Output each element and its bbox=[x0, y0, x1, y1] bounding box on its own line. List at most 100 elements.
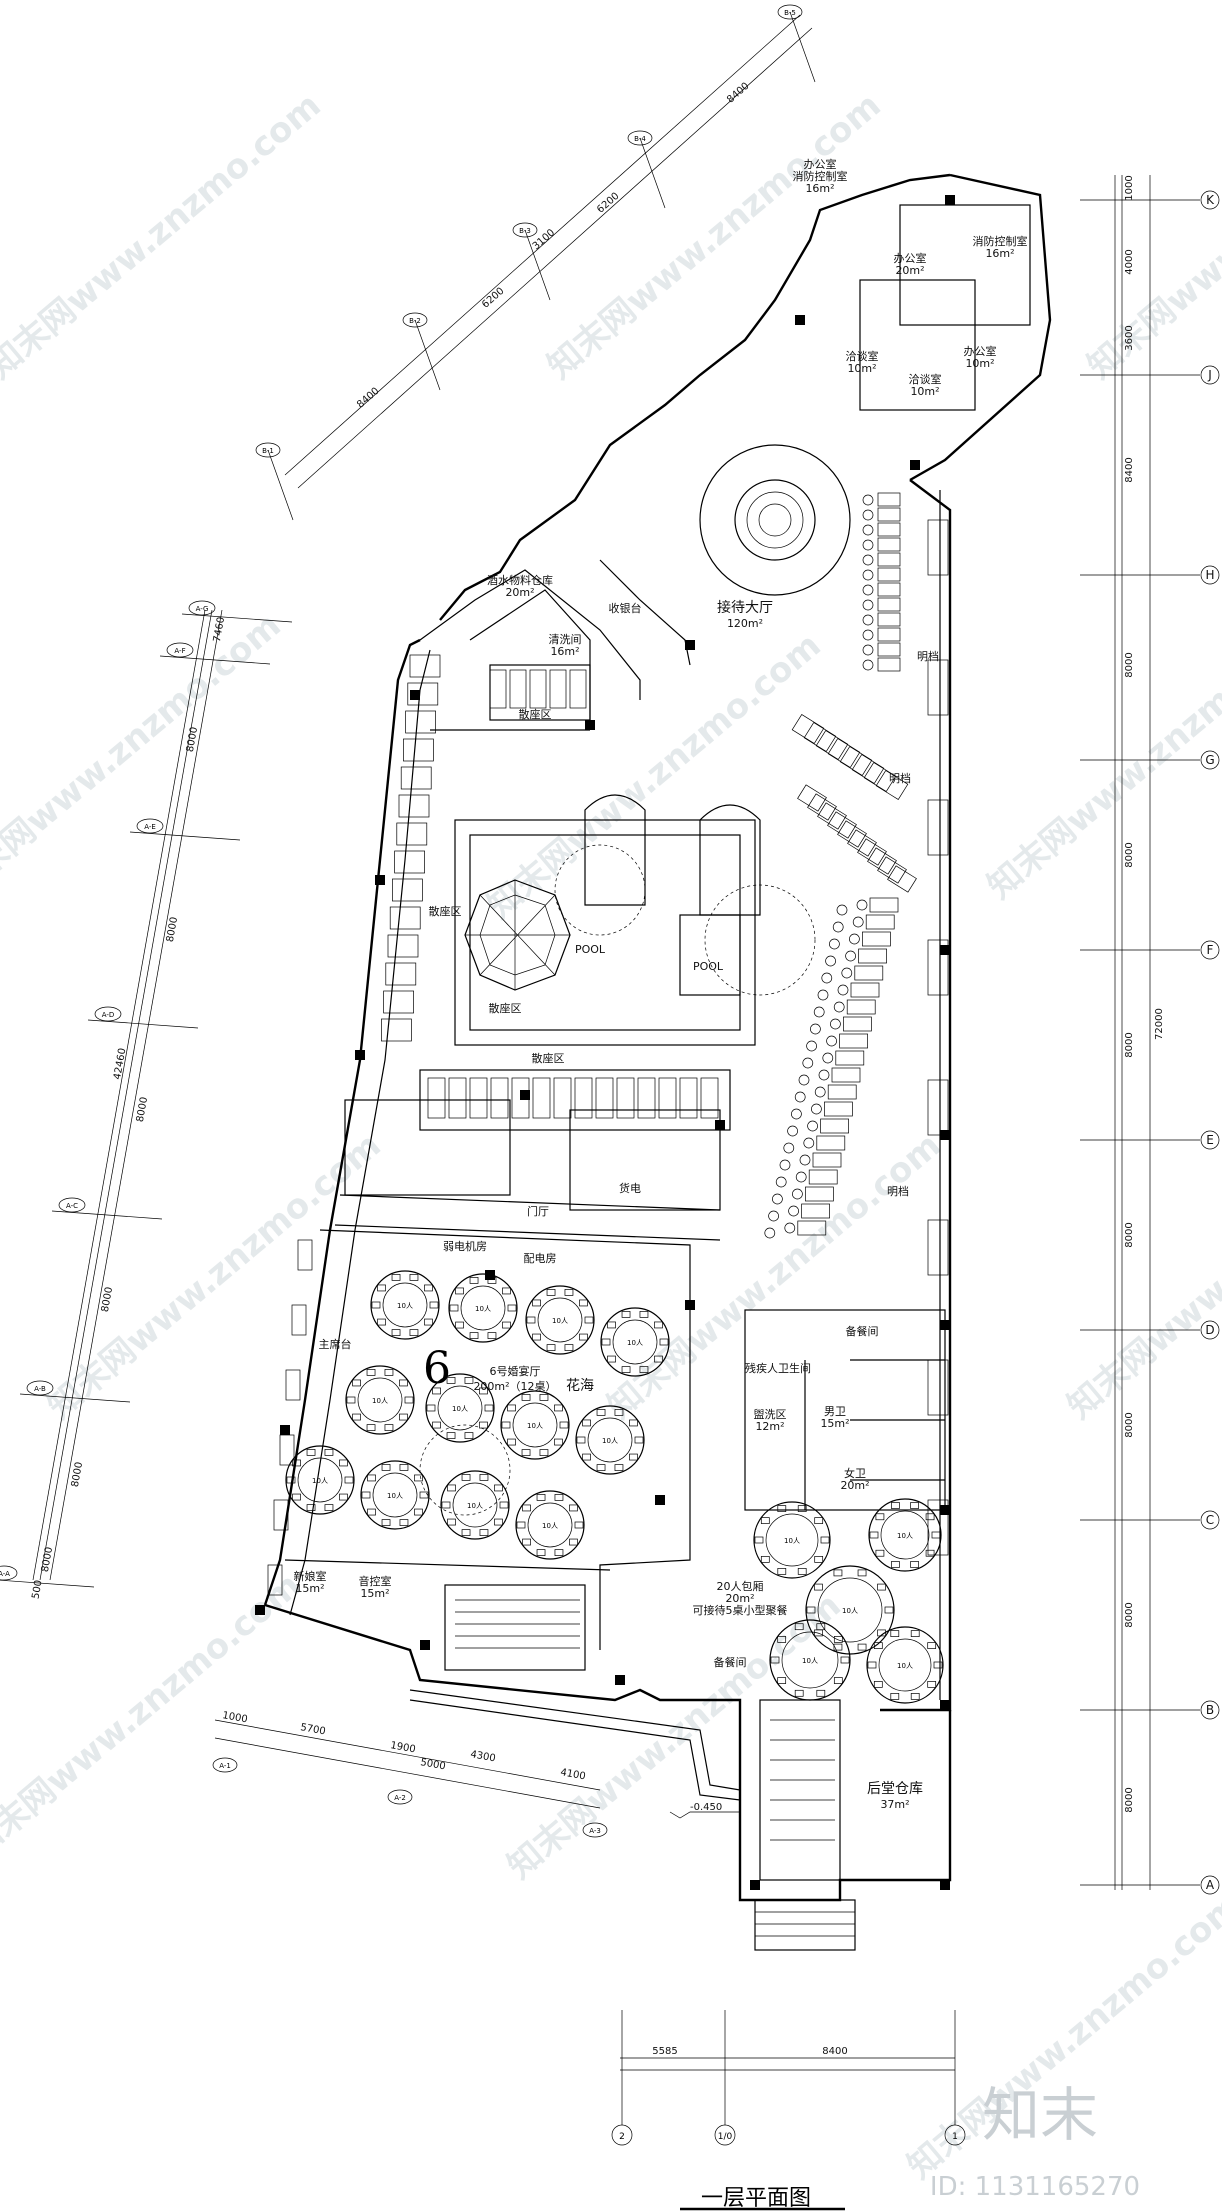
chair bbox=[419, 1491, 429, 1499]
watermark-text: 知末网www.znzmo.com bbox=[500, 1585, 849, 1887]
booth-table bbox=[700, 1077, 719, 1119]
label-warehouse: 后堂仓库 bbox=[867, 1781, 923, 1797]
window-seat bbox=[285, 1369, 301, 1401]
booth-table bbox=[389, 906, 421, 930]
booth-table bbox=[808, 1169, 838, 1185]
seat-dot bbox=[784, 1222, 796, 1234]
chair bbox=[494, 1484, 503, 1492]
left-axis-label: A-F bbox=[174, 647, 185, 655]
chair bbox=[873, 1642, 883, 1649]
right-axis-bubble bbox=[1200, 940, 1220, 960]
banquet-table-top bbox=[382, 1282, 428, 1328]
label-wine-store: 酒水物料仓库 bbox=[487, 573, 553, 587]
booth-table bbox=[400, 766, 432, 790]
private-table-top bbox=[765, 1513, 819, 1567]
chair bbox=[479, 1387, 488, 1395]
seat-dot bbox=[813, 1006, 825, 1018]
booth-table bbox=[877, 612, 901, 627]
chair bbox=[579, 1333, 588, 1341]
seat-dot bbox=[802, 1057, 814, 1069]
right-axis-bubble bbox=[1200, 1510, 1220, 1530]
table-label: 10人 bbox=[372, 1397, 388, 1405]
top-axis-bubble bbox=[402, 312, 428, 328]
seat-dot bbox=[862, 584, 874, 596]
label-stage-room: 音控室 bbox=[359, 1574, 392, 1588]
left-axis-label: A-C bbox=[66, 1202, 78, 1210]
bottom-axis-dim: 5585 bbox=[652, 2046, 677, 2057]
seat-dot bbox=[862, 569, 874, 581]
booth-table bbox=[549, 669, 567, 709]
booth-rect bbox=[927, 519, 949, 576]
chair bbox=[381, 1519, 391, 1526]
left-axis-gridline bbox=[19, 1393, 131, 1403]
booth-table bbox=[398, 794, 430, 818]
chair bbox=[455, 1321, 464, 1329]
chair bbox=[487, 1332, 497, 1339]
left-axis-gridline bbox=[159, 655, 271, 665]
bottom-axis-bubble bbox=[944, 2124, 966, 2146]
chair bbox=[833, 1643, 843, 1651]
right-axis-bubble bbox=[1200, 565, 1220, 585]
left-axis-dim: 8000 bbox=[70, 1461, 85, 1488]
top-axis-label: B-5 bbox=[784, 9, 796, 17]
seat-dot bbox=[836, 904, 848, 916]
booth-table bbox=[812, 1152, 842, 1168]
chair bbox=[499, 1501, 509, 1509]
label-booth-1: 明档 bbox=[917, 649, 939, 663]
window-seat bbox=[291, 1304, 307, 1336]
chair bbox=[461, 1529, 471, 1536]
chair bbox=[794, 1623, 804, 1631]
right-axis-label: J bbox=[1207, 368, 1212, 382]
right-total-dim: 72000 bbox=[1154, 1008, 1165, 1040]
chair bbox=[366, 1369, 376, 1376]
chair bbox=[494, 1518, 503, 1526]
chair bbox=[449, 1304, 459, 1312]
table-label: 10人 bbox=[527, 1422, 543, 1430]
chair bbox=[797, 1568, 807, 1575]
label-elevator: 货电 bbox=[619, 1181, 641, 1195]
bottom-left-axis-bubble bbox=[387, 1789, 413, 1805]
chair bbox=[501, 1421, 511, 1429]
left-axis-bubble bbox=[136, 818, 164, 834]
label-dist-room: 配电房 bbox=[524, 1252, 557, 1265]
chair bbox=[770, 1656, 780, 1664]
label-private-room-area: 20m² bbox=[725, 1592, 754, 1605]
chair bbox=[507, 1404, 516, 1412]
right-axis-dim: 1000 bbox=[1124, 175, 1135, 200]
banquet-table bbox=[440, 1470, 510, 1540]
watermark-text: 知末网www.znzmo.com bbox=[40, 1125, 389, 1427]
chair bbox=[564, 1289, 574, 1296]
left-axis-gridline bbox=[51, 1210, 163, 1220]
booth-table bbox=[862, 931, 891, 947]
booth-table bbox=[381, 1018, 412, 1042]
chair bbox=[404, 1396, 414, 1404]
chair bbox=[377, 1318, 386, 1326]
bottom-left-axis-dim: 4300 bbox=[469, 1749, 496, 1764]
chair bbox=[399, 1464, 409, 1471]
bottom-left-axis-dim: 5000 bbox=[419, 1757, 446, 1772]
booth-table bbox=[863, 761, 897, 793]
chair bbox=[432, 1387, 441, 1395]
booth-table bbox=[877, 856, 907, 884]
booth-table bbox=[797, 1220, 827, 1236]
chair bbox=[377, 1284, 386, 1292]
chair bbox=[564, 1344, 574, 1351]
left-axis-dim: 7460 bbox=[212, 616, 227, 643]
chair bbox=[584, 1316, 594, 1324]
label-wc-area2: 20m² bbox=[840, 1479, 869, 1492]
banquet-table bbox=[285, 1445, 355, 1515]
bottom-left-axis-dim: 4100 bbox=[559, 1767, 586, 1782]
seat-dot bbox=[811, 1103, 822, 1115]
banquet-table bbox=[360, 1460, 430, 1530]
booth-table bbox=[396, 822, 428, 846]
table-label: 10人 bbox=[475, 1305, 491, 1313]
banquet-table-top bbox=[372, 1472, 418, 1518]
right-axis-dim: 3600 bbox=[1124, 325, 1135, 350]
chair bbox=[461, 1474, 471, 1481]
chair bbox=[539, 1394, 549, 1401]
label-office-10: 办公室 bbox=[964, 344, 997, 358]
chair bbox=[654, 1355, 663, 1363]
seat-dot bbox=[821, 972, 833, 984]
right-axis-label: F bbox=[1207, 943, 1214, 957]
